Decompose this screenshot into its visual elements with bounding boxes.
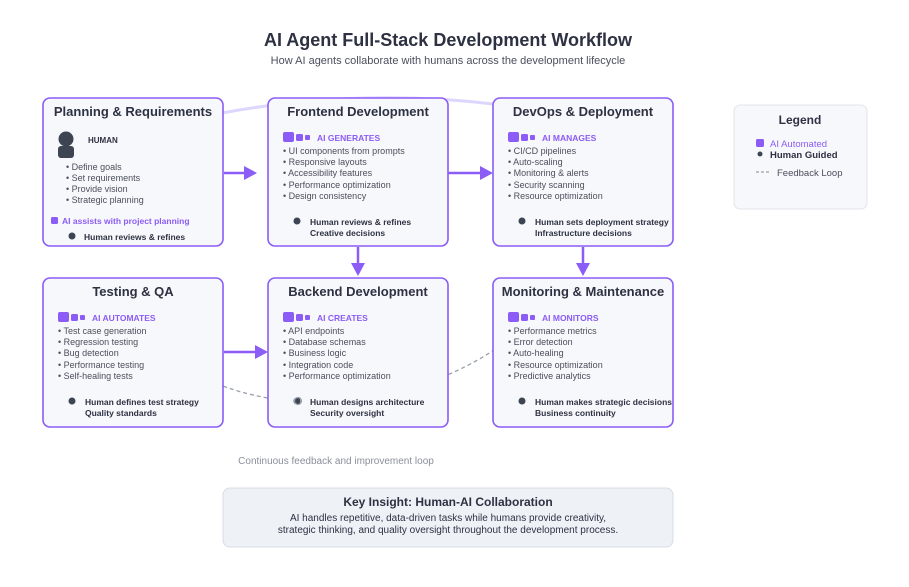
human-note: Business continuity [535,408,616,418]
stage-box [42,97,224,247]
list-item: • Set requirements [66,173,141,183]
role-label: AI CREATES [317,313,368,323]
insight-line: strategic thinking, and quality oversigh… [278,525,618,536]
human-note: Human reviews & refines [310,217,411,227]
stage-planning: Planning & Requirements HUMAN • Define g… [42,97,224,247]
list-item: • CI/CD pipelines [508,146,577,156]
list-item: • Responsive layouts [283,157,367,167]
legend-loop-label: Feedback Loop [777,168,843,179]
human-note: Human makes strategic decisions [535,397,672,407]
list-item: • Design consistency [283,191,367,201]
legend-title: Legend [779,113,822,127]
human-dot-icon [518,397,526,405]
ai-square-icon [51,217,58,224]
list-item: • Resource optimization [508,191,603,201]
role-label: AI MONITORS [542,313,599,323]
list-item: • Bug detection [58,348,119,358]
list-item: • Business logic [283,348,347,358]
insight-title: Key Insight: Human-AI Collaboration [343,495,552,509]
human-dot-icon [68,232,76,240]
list-item: • Error detection [508,337,573,347]
stage-monitoring: Monitoring & Maintenance AI MONITORS • P… [492,277,674,428]
human-note: Creative decisions [310,228,385,238]
arrow-planning-to-frontend [224,166,257,180]
human-dot-icon [518,217,526,225]
list-item: • Integration code [283,360,353,370]
ai-agent-icon [508,312,535,322]
human-dot-icon [757,151,763,157]
stage-frontend: Frontend Development AI GENERATES • UI c… [267,97,449,247]
human-note: Security oversight [310,408,384,418]
stage-title: Backend Development [288,284,428,299]
insight-line: AI handles repetitive, data-driven tasks… [290,513,606,524]
list-item: • Define goals [66,162,122,172]
stage-title: Frontend Development [287,104,429,119]
list-item: • API endpoints [283,326,345,336]
ai-square-icon [756,139,764,147]
list-item: • Performance metrics [508,326,597,336]
stage-box [492,277,674,428]
legend: Legend AI Automated Human Guided Feedbac… [733,104,868,210]
stage-title: Planning & Requirements [54,104,212,119]
stage-testing: Testing & QA AI AUTOMATES • Test case ge… [42,277,224,428]
feedback-loop-label: Continuous feedback and improvement loop [238,456,434,467]
arrow-frontend-to-devops [448,166,493,180]
list-item: • Performance testing [58,360,144,370]
human-note: Human reviews & refines [84,232,185,242]
list-item: • Test case generation [58,326,147,336]
key-insight: Key Insight: Human-AI Collaboration AI h… [222,487,674,548]
list-item: • Predictive analytics [508,371,591,381]
list-item: • Regression testing [58,337,138,347]
list-item: • Strategic planning [66,195,144,205]
human-note: Human sets deployment strategy [535,217,669,227]
stage-title: Testing & QA [92,284,174,299]
role-label: AI AUTOMATES [92,313,156,323]
human-note: Infrastructure decisions [535,228,632,238]
human-dot-icon [68,397,76,405]
human-note: Quality standards [85,408,157,418]
arrow-devops-to-monitoring [576,247,590,276]
role-label: AI MANAGES [542,133,597,143]
ai-agent-icon [283,312,310,322]
list-item: • Provide vision [66,184,128,194]
list-item: • Resource optimization [508,360,603,370]
legend-human-label: Human Guided [770,150,838,161]
diagram-title: AI Agent Full-Stack Development Workflow [264,30,633,50]
list-item: • Self-healing tests [58,371,133,381]
ai-note: AI assists with project planning [62,216,190,226]
list-item: • Performance optimization [283,180,391,190]
insight-box [222,487,674,548]
list-item: • Performance optimization [283,371,391,381]
arrow-testing-to-backend [224,345,268,359]
list-item: • UI components from prompts [283,146,405,156]
legend-ai-label: AI Automated [770,139,827,150]
person-icon [58,131,74,158]
list-item: • Security scanning [508,180,585,190]
human-note: Human designs architecture [310,397,425,407]
list-item: • Monitoring & alerts [508,168,589,178]
diagram-subtitle: How AI agents collaborate with humans ac… [271,55,626,67]
stage-backend: Backend Development AI CREATES • API end… [267,277,449,428]
human-note: Human defines test strategy [85,397,199,407]
stage-title: Monitoring & Maintenance [502,284,665,299]
role-label: HUMAN [88,136,118,145]
stage-box [267,277,449,428]
list-item: • Accessibility features [283,168,373,178]
stage-title: DevOps & Deployment [513,104,654,119]
stage-devops: DevOps & Deployment AI MANAGES • CI/CD p… [492,97,674,247]
arrow-frontend-to-backend [351,247,365,276]
stage-box [492,97,674,247]
legend-box [733,104,868,210]
role-label: AI GENERATES [317,133,380,143]
list-item: • Auto-healing [508,348,564,358]
list-item: • Database schemas [283,337,366,347]
stage-box [42,277,224,428]
ai-agent-icon [283,132,310,142]
feedback-node-icon [293,396,303,406]
ai-agent-icon [58,312,85,322]
list-item: • Auto-scaling [508,157,563,167]
ai-agent-icon [508,132,535,142]
human-dot-icon [293,217,301,225]
